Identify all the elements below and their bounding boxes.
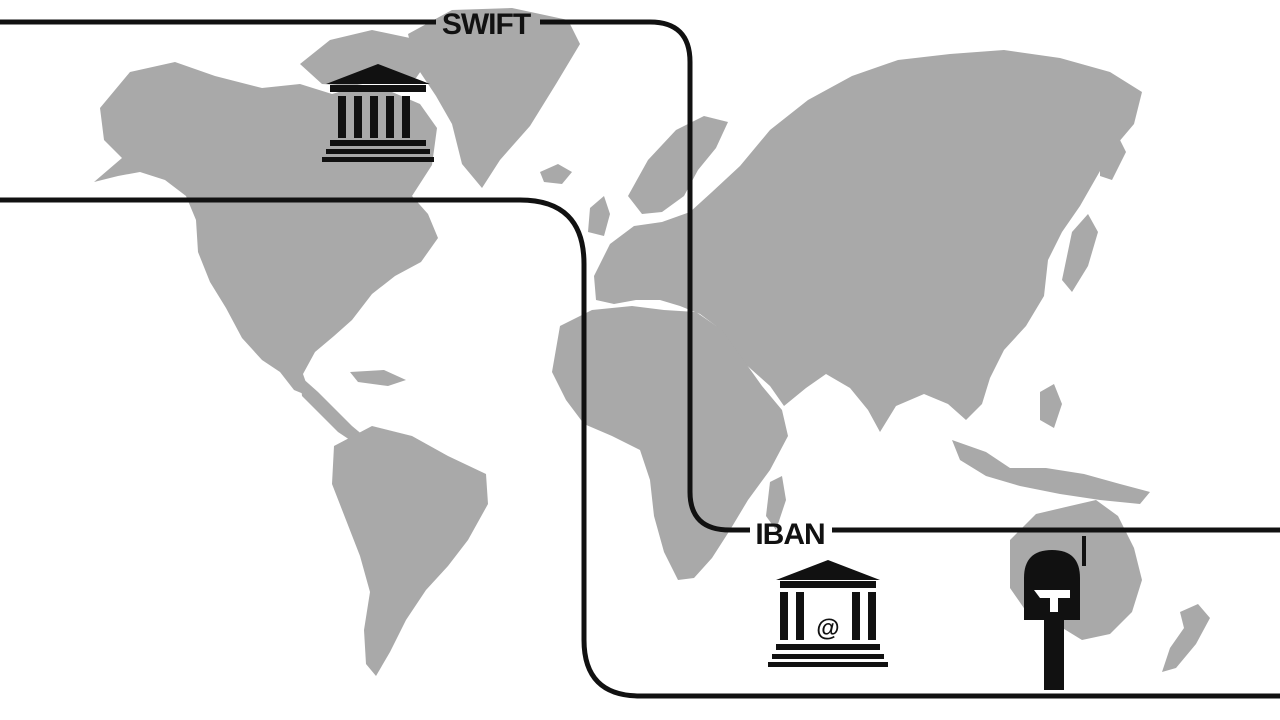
lower-route-line [0,197,1280,699]
kamchatka [1100,132,1126,180]
swift-label: SWIFT [442,8,531,41]
philippines [1040,384,1062,428]
caribbean-islands [350,370,406,386]
iceland [540,164,572,184]
swift-to-iban-route-line [540,19,750,533]
svg-text:@: @ [816,615,839,642]
madagascar [766,476,786,530]
bank-icon [322,64,434,162]
iban-label: IBAN [755,518,824,551]
scandinavia [628,116,728,214]
southeast-asia-islands [952,440,1150,504]
japan [1062,214,1098,292]
greenland [408,8,580,188]
eurasia [594,50,1142,432]
british-isles [588,196,610,236]
central-america [300,376,364,444]
mailbox-icon [1024,536,1086,690]
africa [552,306,788,580]
bank-email-icon: @ [768,560,888,667]
route-lines [0,19,1280,699]
south-america [332,426,488,676]
new-zealand [1162,604,1210,672]
